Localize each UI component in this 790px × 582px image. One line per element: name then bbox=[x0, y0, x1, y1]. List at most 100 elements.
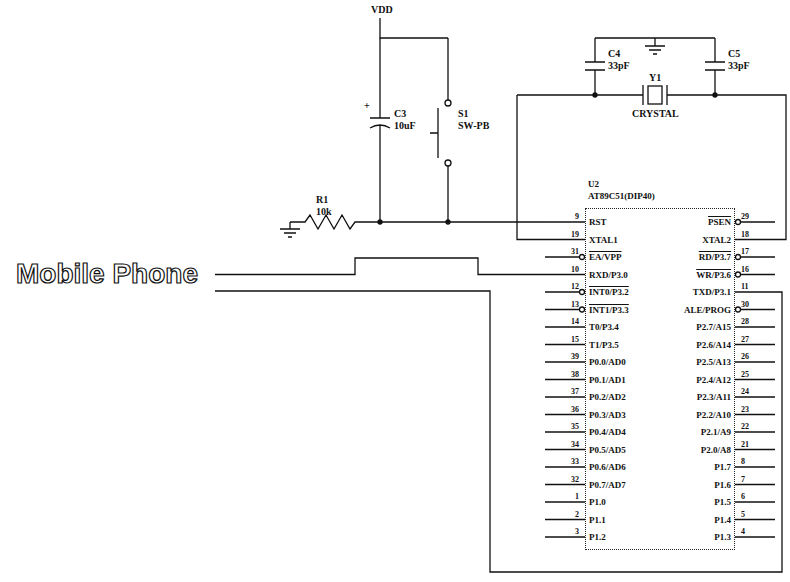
pin-number: 11 bbox=[741, 282, 749, 291]
device-label: Mobile Phone bbox=[16, 258, 198, 290]
pin-number: 9 bbox=[575, 212, 579, 221]
pin-name: XTAL1 bbox=[589, 235, 618, 245]
pin-line bbox=[735, 344, 775, 345]
pin-number: 32 bbox=[571, 475, 579, 484]
pin-name: P1.3 bbox=[714, 532, 731, 542]
pin-line bbox=[735, 501, 775, 502]
pin-number: 28 bbox=[741, 317, 749, 326]
pin-name: P0.1/AD1 bbox=[589, 375, 626, 385]
pin-line bbox=[545, 361, 585, 362]
pin-number: 10 bbox=[571, 265, 579, 274]
pin-line bbox=[545, 344, 585, 345]
pin-name: P0.2/AD2 bbox=[589, 392, 626, 402]
part-designator: R1 bbox=[316, 194, 328, 205]
pin-line bbox=[735, 466, 775, 467]
pin-number: 16 bbox=[741, 265, 749, 274]
pin-number: 19 bbox=[571, 230, 579, 239]
pin-number: 17 bbox=[741, 247, 749, 256]
pin-name: WR/P3.6 bbox=[696, 270, 731, 280]
pin-number: 14 bbox=[571, 317, 579, 326]
pin-number: 35 bbox=[571, 422, 579, 431]
pin-line bbox=[545, 501, 585, 502]
part-value: 33pF bbox=[608, 60, 630, 71]
switch-contact bbox=[445, 160, 451, 166]
pin-name: P0.3/AD3 bbox=[589, 410, 626, 420]
pin-number: 22 bbox=[741, 422, 749, 431]
pin-number: 6 bbox=[741, 492, 745, 501]
pin-name: P2.2/A10 bbox=[696, 410, 731, 420]
pin-number: 24 bbox=[741, 387, 749, 396]
pin-line bbox=[735, 449, 775, 450]
pin-number: 30 bbox=[741, 300, 749, 309]
junction-dot bbox=[446, 220, 450, 224]
pin-name: P2.0/A8 bbox=[701, 445, 731, 455]
pin-name: INT0/P3.2 bbox=[589, 287, 629, 297]
ground-symbol bbox=[280, 222, 300, 237]
pin-line bbox=[735, 239, 775, 240]
pin-name: RD/P3.7 bbox=[699, 252, 731, 262]
polarity-mark: + bbox=[364, 100, 370, 111]
pin-number: 26 bbox=[741, 352, 749, 361]
part-value: 33pF bbox=[728, 60, 750, 71]
inversion-bubble bbox=[580, 290, 585, 295]
resistor-symbol bbox=[290, 215, 545, 229]
pin-name: TXD/P3.1 bbox=[693, 287, 731, 297]
part-value: 10k bbox=[316, 206, 332, 217]
pin-line bbox=[545, 274, 585, 275]
pin-name: INT1/P3.3 bbox=[589, 305, 629, 315]
pin-line bbox=[735, 414, 775, 415]
pin-name: ALE/PROG bbox=[684, 305, 731, 315]
pin-name: RXD/P3.0 bbox=[589, 270, 628, 280]
pin-line bbox=[545, 414, 585, 415]
pin-lines bbox=[545, 220, 775, 538]
part-value: SW-PB bbox=[458, 120, 489, 131]
pin-name: P1.1 bbox=[589, 515, 606, 525]
junction-dot bbox=[378, 220, 382, 224]
pin-name: P0.0/AD0 bbox=[589, 357, 626, 367]
pin-name: P1.7 bbox=[714, 462, 731, 472]
inversion-bubble bbox=[580, 307, 585, 312]
pin-line bbox=[735, 326, 775, 327]
pin-number: 1 bbox=[575, 492, 579, 501]
pin-number: 7 bbox=[741, 475, 745, 484]
pin-name: P1.2 bbox=[589, 532, 606, 542]
pin-number: 3 bbox=[575, 527, 579, 536]
pin-name: P2.3/A11 bbox=[697, 392, 731, 402]
pin-line bbox=[735, 431, 775, 432]
pin-line bbox=[735, 484, 775, 485]
xtal1-wire bbox=[517, 95, 545, 240]
part-designator: C4 bbox=[608, 48, 620, 59]
pin-line bbox=[545, 431, 585, 432]
pin-line bbox=[735, 379, 775, 380]
pin-name: P2.6/A14 bbox=[696, 340, 731, 350]
part-designator: C5 bbox=[728, 48, 740, 59]
pin-number: 5 bbox=[741, 510, 745, 519]
pin-line bbox=[545, 484, 585, 485]
ground-symbol bbox=[645, 38, 665, 54]
pin-line bbox=[545, 326, 585, 327]
part-designator: U2 bbox=[588, 179, 599, 190]
pin-name: P2.7/A15 bbox=[696, 322, 731, 332]
pin-name: P1.5 bbox=[714, 497, 731, 507]
pin-line bbox=[735, 519, 775, 520]
pin-name: PSEN bbox=[708, 217, 731, 227]
junction-dot bbox=[593, 93, 597, 97]
pin-name: P0.6/AD6 bbox=[589, 462, 626, 472]
pin-line bbox=[735, 291, 775, 292]
pin-number: 39 bbox=[571, 352, 579, 361]
pin-line bbox=[545, 466, 585, 467]
pin-line bbox=[735, 536, 775, 537]
pin-number: 21 bbox=[741, 440, 749, 449]
capacitor-symbol bbox=[705, 38, 725, 95]
pin-number: 34 bbox=[571, 440, 579, 449]
pin-line bbox=[735, 361, 775, 362]
pin-number: 12 bbox=[571, 282, 579, 291]
pin-name: P2.5/A13 bbox=[696, 357, 731, 367]
pin-number: 38 bbox=[571, 370, 579, 379]
pin-number: 36 bbox=[571, 405, 579, 414]
part-designator: Y1 bbox=[649, 72, 661, 83]
part-number: AT89C51(DIP40) bbox=[588, 191, 655, 202]
pin-line bbox=[545, 519, 585, 520]
pin-number: 8 bbox=[741, 457, 745, 466]
pin-name: P1.4 bbox=[714, 515, 731, 525]
